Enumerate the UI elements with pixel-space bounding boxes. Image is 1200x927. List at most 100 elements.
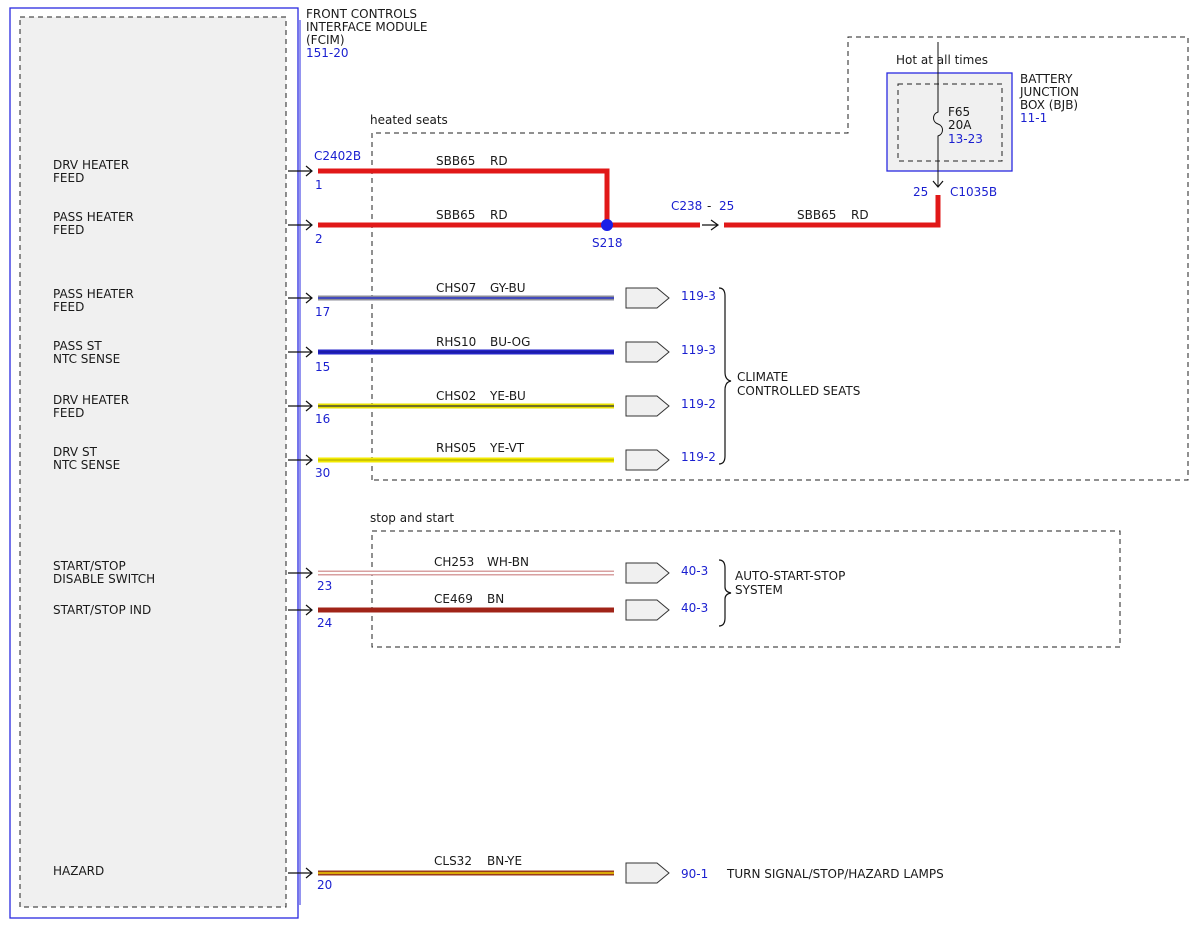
pin-label-drv-heater-feed-1: DRV HEATER	[53, 158, 129, 172]
bjb-ref: 11-1	[1020, 111, 1047, 125]
stop-start-group-label: stop and start	[370, 511, 454, 525]
bjb-outer-box	[886, 72, 1013, 172]
destination-arrow	[625, 862, 670, 884]
pin-label-drv-st-ntc-1: DRV ST	[53, 445, 98, 459]
auto-start-stop-brace	[718, 559, 732, 627]
inline-connector-pin: 25	[719, 199, 734, 213]
pin-arrow	[288, 400, 313, 412]
pin-label-start-stop-disable-1: START/STOP	[53, 559, 126, 573]
destination-ref: 119-2	[681, 450, 716, 464]
destination-arrows	[625, 287, 670, 884]
pin-label-pass-heater-feed-b-1: PASS HEATER	[53, 287, 134, 301]
battery-junction-box: Hot at all times BATTERY JUNCTION BOX (B…	[886, 42, 1079, 199]
destination-ref: 40-3	[681, 601, 708, 615]
pin-number-17: 17	[315, 305, 330, 319]
wire-circuit-label: CE469	[434, 592, 473, 606]
pin-number-30: 30	[315, 466, 330, 480]
fcim-module: FRONT CONTROLS INTERFACE MODULE (FCIM) 1…	[9, 7, 427, 919]
auto-start-stop-line-2: SYSTEM	[735, 583, 783, 597]
fuse-f65-symbol	[933, 42, 943, 186]
bjb-connector-name: C1035B	[950, 185, 997, 199]
wire-circuit-label: SBB65	[436, 154, 475, 168]
inline-connector-name: C238	[671, 199, 702, 213]
wire-circuit-label: CHS02	[436, 389, 476, 403]
climate-seats-line-2: CONTROLLED SEATS	[737, 384, 860, 398]
destination-arrow	[625, 287, 670, 309]
pin-label-drv-heater-feed-b-1: DRV HEATER	[53, 393, 129, 407]
wire-circuit-label: SBB65	[436, 208, 475, 222]
striped-wires	[318, 295, 614, 876]
heated-seats-group-box	[371, 36, 1189, 481]
wire-circuit-label: CH253	[434, 555, 474, 569]
climate-seats-line-1: CLIMATE	[737, 370, 788, 384]
wire-circuit-label: CLS32	[434, 854, 472, 868]
module-connector-label: C2402B	[314, 149, 361, 163]
wire-color-label: YE-BU	[489, 389, 526, 403]
bjb-name-line-1: BATTERY	[1020, 72, 1073, 86]
module-name-line-3: (FCIM)	[306, 33, 345, 47]
destination-ref: 119-2	[681, 397, 716, 411]
pin-label-drv-heater-feed-2: FEED	[53, 171, 84, 185]
pin-label-hazard: HAZARD	[53, 864, 104, 878]
pin-arrow	[288, 165, 313, 177]
destination-ref: 40-3	[681, 564, 708, 578]
hot-at-all-times-label: Hot at all times	[896, 53, 988, 67]
splice-label: S218	[592, 236, 623, 250]
pin-arrow	[288, 567, 313, 579]
module-outer-border	[9, 7, 299, 919]
fuse-name: F65	[948, 105, 970, 119]
stop-start-group-box	[371, 530, 1121, 648]
climate-seats-brace	[718, 287, 732, 465]
inline-connector-dash: -	[707, 199, 711, 213]
module-inner-box	[19, 16, 287, 908]
pin-arrows	[288, 165, 313, 879]
wire-color-label: YE-VT	[489, 441, 525, 455]
wire-color-label: BN-YE	[487, 854, 522, 868]
inline-connector-arrow	[702, 219, 720, 231]
wire-color-label: RD	[490, 208, 508, 222]
module-ref: 151-20	[306, 46, 349, 60]
destination-refs: 119-3 119-3 119-2 119-2 40-3 40-3 90-1	[681, 289, 716, 881]
pin-arrow	[288, 604, 313, 616]
pin-numbers: 1 2 17 15 16 30 23 24 20	[315, 178, 332, 892]
pin-number-24: 24	[317, 616, 332, 630]
wire-color-label: WH-BN	[487, 555, 529, 569]
pin-label-pass-heater-feed-2: FEED	[53, 223, 84, 237]
wire-color-label: BU-OG	[490, 335, 530, 349]
wire-color-label: RD	[490, 154, 508, 168]
pin-arrow	[288, 454, 313, 466]
pin-label-drv-st-ntc-2: NTC SENSE	[53, 458, 120, 472]
pin-number-23: 23	[317, 579, 332, 593]
splice-s218	[601, 219, 613, 231]
pin-labels: DRV HEATER FEED PASS HEATER FEED PASS HE…	[53, 158, 155, 878]
wire-sbb65-feed	[724, 195, 941, 228]
pin-label-pass-heater-feed-b-2: FEED	[53, 300, 84, 314]
sbb65-wires	[318, 168, 941, 228]
pin-arrow	[288, 219, 313, 231]
wire-labels: CHS07 GY-BU RHS10 BU-OG CHS02 YE-BU RHS0…	[434, 281, 530, 868]
fuse-ref: 13-23	[948, 132, 983, 146]
pin-number-20: 20	[317, 878, 332, 892]
pin-label-start-stop-ind: START/STOP IND	[53, 603, 151, 617]
turn-signal-destination: TURN SIGNAL/STOP/HAZARD LAMPS	[726, 867, 944, 881]
fuse-rating: 20A	[948, 118, 972, 132]
wire-circuit-label: SBB65	[797, 208, 836, 222]
destination-arrow	[625, 562, 670, 584]
wire-circuit-label: RHS10	[436, 335, 476, 349]
pin-arrow	[288, 867, 313, 879]
destination-ref: 90-1	[681, 867, 708, 881]
wire-color-label: GY-BU	[490, 281, 526, 295]
destination-ref: 119-3	[681, 289, 716, 303]
destination-arrow	[625, 395, 670, 417]
wire-sbb65-pin1	[318, 168, 610, 225]
wire-color-label: BN	[487, 592, 504, 606]
pin-arrow	[288, 346, 313, 358]
wire-circuit-label: RHS05	[436, 441, 476, 455]
auto-start-stop-line-1: AUTO-START-STOP	[735, 569, 845, 583]
destination-ref: 119-3	[681, 343, 716, 357]
wire-circuit-label: CHS07	[436, 281, 476, 295]
destination-arrow	[625, 449, 670, 471]
pin-number-16: 16	[315, 412, 330, 426]
pin-label-pass-heater-feed-1: PASS HEATER	[53, 210, 134, 224]
